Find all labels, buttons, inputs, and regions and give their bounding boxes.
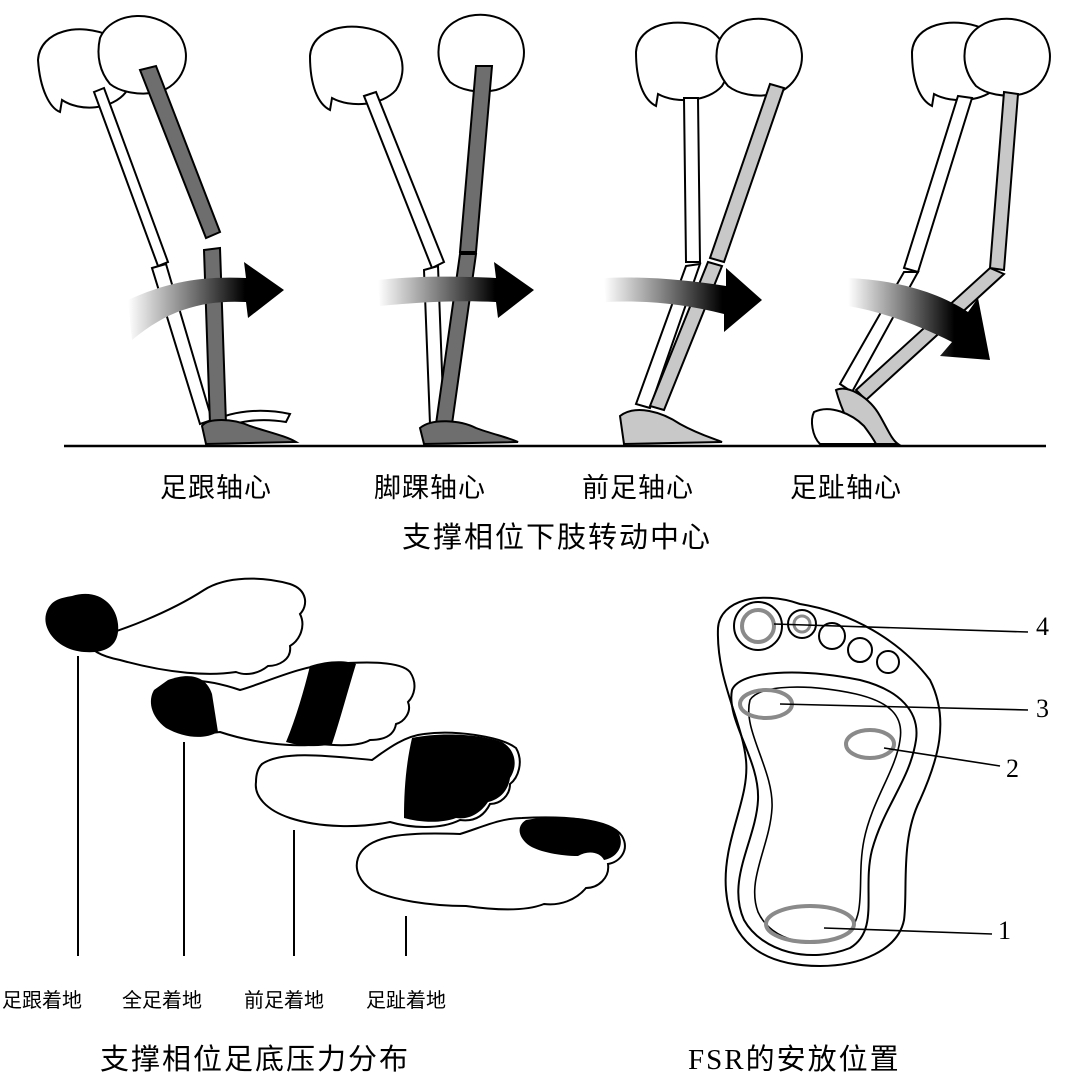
insole-outline — [716, 596, 942, 968]
contact-label-forefoot: 前足着地 — [244, 988, 324, 1012]
sensor-number-3: 3 — [1036, 694, 1049, 723]
leader-sensor-3 — [779, 703, 1029, 711]
contact-label-flat: 全足着地 — [122, 988, 202, 1012]
caption-fsr-placement: FSR的安放位置 — [688, 1044, 901, 1076]
fsr-sensor-1 — [764, 904, 856, 944]
sensor-number-4: 4 — [1036, 612, 1049, 641]
pivot-label-heel: 足跟轴心 — [160, 473, 272, 504]
leader-sensor-4 — [773, 623, 1029, 633]
leader-sensor-1 — [823, 927, 993, 935]
leg-figure-forefoot-pivot — [604, 17, 803, 446]
footprint-forefoot — [254, 731, 521, 828]
pivot-label-forefoot: 前足轴心 — [582, 473, 694, 504]
footprint-toe-off — [355, 816, 626, 911]
pivot-label-toe: 足趾轴心 — [790, 473, 902, 504]
footprint-heel-strike — [45, 577, 307, 675]
contact-label-toe: 足趾着地 — [366, 988, 446, 1012]
footprint-flat-foot — [150, 661, 416, 747]
leg-figure-ankle-pivot — [308, 13, 534, 446]
leg-figure-toe-pivot — [811, 17, 1051, 445]
contact-label-heel: 足跟着地 — [2, 988, 82, 1012]
leg-figure-heel-pivot — [36, 15, 300, 446]
sensor-number-1: 1 — [998, 916, 1011, 945]
sensor-number-2: 2 — [1006, 754, 1019, 783]
pivot-label-ankle: 脚踝轴心 — [374, 473, 486, 504]
fsr-sensor-2 — [844, 728, 896, 760]
leader-sensor-2 — [883, 747, 1001, 767]
caption-pressure-distribution: 支撑相位足底压力分布 — [100, 1042, 411, 1076]
caption-rotation-center: 支撑相位下肢转动中心 — [402, 520, 713, 554]
